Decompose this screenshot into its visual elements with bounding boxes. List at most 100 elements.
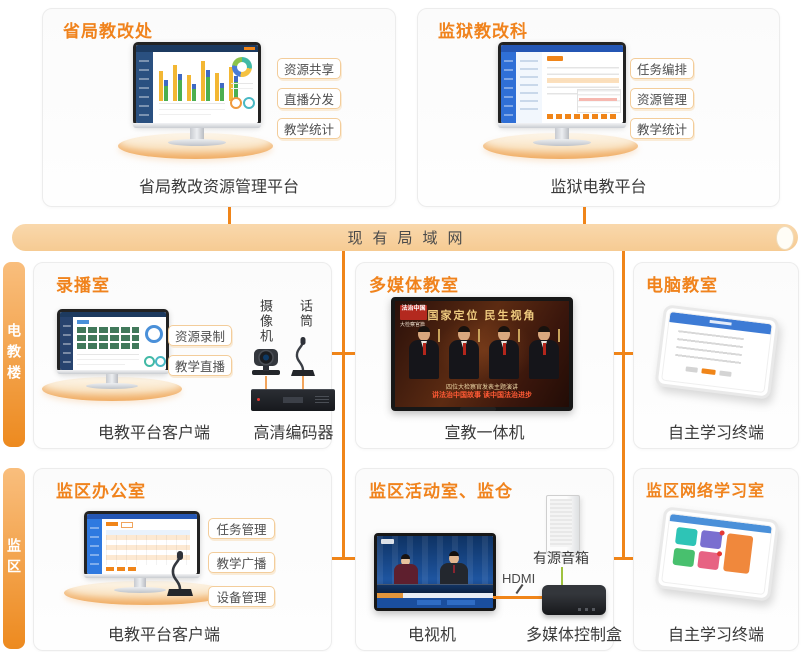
client-caption: 电教平台客户端 [97,425,210,442]
panel-caption: 自主学习终端 [667,627,764,644]
gooseneck-mic-icon [167,551,193,596]
encoder-caption: 高清编码器 [253,425,334,442]
panel-provincial-bureau: 省局教改处 [42,8,396,207]
connector-tick-row1-right [609,352,638,355]
donut-chart [232,57,252,77]
monitor-neck [106,374,118,384]
tag-pill: 资源共享 [277,58,341,79]
tablet-screen-apps [661,512,773,596]
tag-pill: 任务编排 [630,58,694,79]
schedule-table [106,535,190,565]
table-header [106,530,190,535]
tv-screen-bg: 法治中国 大检察官篇 国家定位 民生视角 四位大检察官发表主题演讲 讲法治中国故… [395,301,569,407]
bottom-buttons [106,567,136,571]
tv-speakers-row [409,326,560,379]
tag-pill: 教学统计 [277,118,341,139]
connector-trunk-left [342,251,345,560]
schedule-screen [87,514,197,574]
mini-table [577,89,621,113]
tv-channel-logo [381,539,394,544]
tag-pill: 任务管理 [208,518,275,539]
filetable-screen [501,45,623,123]
notification-dot [719,530,725,536]
panel-caption: 省局教改资源管理平台 [138,179,299,196]
screen-topbar [501,45,623,52]
person-figure [489,326,520,379]
learning-tablet [654,506,780,602]
tag-pill: 直播分发 [277,88,341,109]
panel-title: 录播室 [56,276,110,295]
desktop-monitor-thumbnails [57,309,169,373]
monitor-chin [133,123,261,128]
dashboard-screen [136,45,258,123]
tablet-primary-button [701,368,716,375]
tv-caption: 电视机 [407,627,456,644]
app-tile-orange [722,533,754,575]
person-figure [409,326,440,379]
monitor-base [168,139,226,146]
floor-ellipse [64,581,229,605]
panel-title: 监区活动室、监仓 [369,482,513,501]
app-tile-teal [674,526,698,547]
panel-caption: 宣教一体机 [444,425,525,442]
screen-topbar [136,45,258,52]
tv-news-bg [377,536,493,608]
mic-wire [302,376,304,389]
monitor-neck [134,578,146,588]
monitor-base [86,383,138,389]
panel-prison-edu-dept: 监狱教改科 任务编排 资源管理 教学统计 监狱电教平台 [417,8,780,207]
monitor-base [114,587,166,593]
hd-encoder [251,389,335,411]
screen-sidebar [60,317,73,370]
hdmi-label: HDMI [502,571,536,586]
bar-chart [159,57,238,101]
hdmi-wire [493,596,543,599]
notification-dot [716,551,723,557]
lan-bar: 现有局域网 [12,224,798,251]
tree-panel [516,52,542,123]
filter-chip [106,522,118,526]
video-thumbnail-grid [77,327,139,349]
camera-label: 摄像机 [258,299,273,344]
desktop-monitor-filetable [498,42,626,126]
anchor-left [394,564,418,586]
speaker-wire [561,567,563,587]
panel-caption: 电教平台客户端 [107,627,220,644]
monitor-neck [190,128,204,140]
camera-wire [265,376,267,389]
toolbar-button [547,56,563,61]
tv-stand [460,407,496,411]
television [374,533,496,611]
connector-tick-row2-left [329,557,358,560]
monitor-neck [555,128,569,140]
panel-title: 监狱教改科 [438,22,528,41]
anchor-right [440,563,468,586]
tv-logo-sub: 大检察官篇 [400,322,426,328]
controller-caption: 多媒体控制盒 [525,627,622,644]
screen-topbar [87,514,197,519]
side-tab-prison-area-label: 监区 [6,537,22,580]
person-figure [449,326,480,379]
panel-computer-classroom: 电脑教室 自主学习终端 [633,262,799,449]
tv-subline2: 讲法治中国故事 读中国法治进步 [432,392,532,399]
panel-activity-room: 监区活动室、监仓 有源音箱 [355,468,622,651]
quiz-text-lines [674,330,744,366]
gooseneck-mic-icon [291,337,315,376]
monitor-chin [498,123,626,128]
panel-title: 省局教改处 [63,22,153,41]
learning-tablet [654,304,780,400]
gauge-ring [145,325,163,343]
tablet-screen-quiz [661,310,773,394]
panel-title: 多媒体教室 [369,276,459,295]
screen-topbar-chip [244,47,255,50]
gauge-orange [230,97,242,109]
tag-pill: 教学直播 [168,355,232,376]
bottom-buttons [547,114,617,119]
panel-title: 电脑教室 [646,276,718,295]
lan-bar-label: 现有局域网 [347,230,473,247]
mic-label: 话筒 [298,299,313,329]
connector-tick-row2-right [609,557,638,560]
teaching-display-tv: 法治中国 大检察官篇 国家定位 民生视角 四位大检察官发表主题演讲 讲法治中国故… [391,297,573,411]
screen-sidebar [87,519,102,574]
